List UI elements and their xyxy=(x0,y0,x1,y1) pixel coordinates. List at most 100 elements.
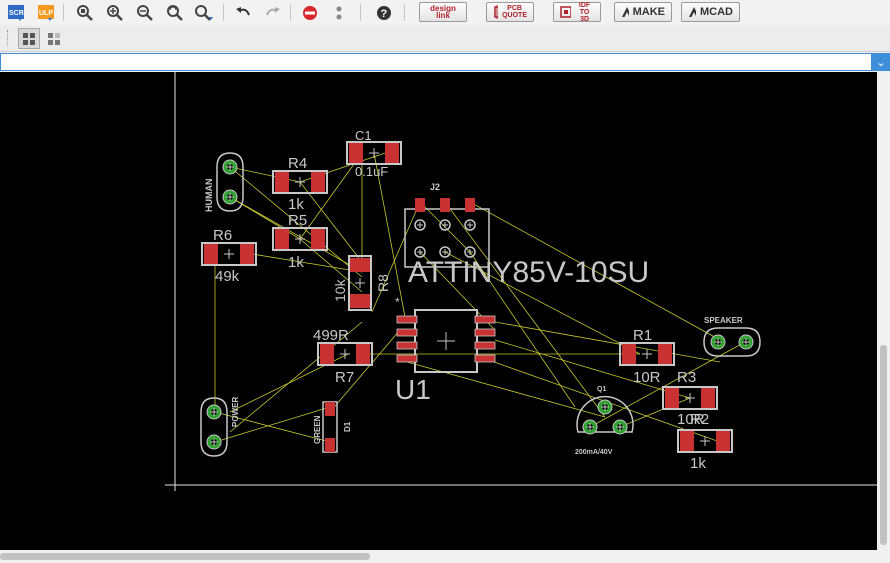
resistor-r1: R1 10R xyxy=(619,327,675,386)
autodesk-logo-icon xyxy=(622,7,629,17)
mcad-label: MCAD xyxy=(700,6,733,18)
r1-value: 10R xyxy=(633,369,661,386)
board-canvas[interactable]: HUMAN R4 1k R5 1k R6 49k C1 0.1uF 10k R8… xyxy=(0,72,877,550)
help-icon: ? xyxy=(377,5,391,20)
r2-name: R2 xyxy=(690,411,709,428)
toolbar-separator xyxy=(290,4,291,21)
d1-value: GREEN xyxy=(313,415,322,444)
svg-text:*: * xyxy=(395,295,400,309)
r8-value: 10k xyxy=(332,278,348,302)
c1-name: C1 xyxy=(355,128,372,143)
vertical-scrollbar-thumb[interactable] xyxy=(880,345,887,545)
zoom-fit-icon xyxy=(77,4,93,21)
zoom-select-icon xyxy=(195,4,213,21)
r6-name: R6 xyxy=(213,227,232,244)
make-button[interactable]: MAKE xyxy=(614,2,672,22)
r6-value: 49k xyxy=(215,268,240,285)
zoom-select-button[interactable] xyxy=(194,2,216,23)
header-j2: J2 xyxy=(404,182,490,268)
autodesk-logo-icon xyxy=(689,7,696,17)
mcad-button[interactable]: MCAD xyxy=(681,2,740,22)
toolbar-separator xyxy=(360,4,361,21)
idf-icon xyxy=(560,6,572,18)
idf-label-1: IDF xyxy=(578,1,591,9)
u1-value: ATTINY85V-10SU xyxy=(408,256,649,289)
design-link-label-1: design xyxy=(430,4,456,13)
layout-icon xyxy=(48,32,60,45)
script-icon-label: SCR xyxy=(9,10,24,17)
undo-button[interactable] xyxy=(232,2,254,23)
j2-name: J2 xyxy=(430,182,440,192)
toolbar-grip xyxy=(7,30,10,46)
ulp-button[interactable]: ULP xyxy=(36,2,58,23)
pcb-quote-label-2: QUOTE xyxy=(502,12,527,19)
redo-icon xyxy=(266,6,280,15)
go-button[interactable] xyxy=(328,2,350,23)
capacitor-c1: C1 0.1uF xyxy=(346,128,402,179)
go-icon xyxy=(336,6,342,19)
command-history-dropdown[interactable]: ⌄ xyxy=(872,53,890,71)
ulp-icon-label: ULP xyxy=(39,10,53,17)
power-connector: POWER xyxy=(200,397,240,457)
power-label: POWER xyxy=(231,397,240,427)
idf-label-2: TO 3D xyxy=(579,8,590,23)
svg-text:?: ? xyxy=(381,8,388,20)
toolbar-separator xyxy=(223,4,224,21)
human-connector: HUMAN xyxy=(204,152,244,213)
make-label: MAKE xyxy=(632,6,665,18)
resistor-r4: R4 1k xyxy=(272,155,328,213)
ic-u1: ATTINY85V-10SU * U1 xyxy=(395,256,649,405)
r2-value: 1k xyxy=(690,455,706,472)
layout-view-button[interactable] xyxy=(18,28,40,49)
redo-button[interactable] xyxy=(262,2,284,23)
r4-name: R4 xyxy=(288,155,307,172)
toolbar-separator xyxy=(63,4,64,21)
q1-name: Q1 xyxy=(597,386,606,393)
design-link-label-2: link xyxy=(436,11,450,20)
zoom-in-button[interactable] xyxy=(104,2,126,23)
pcb-quote-icon xyxy=(494,5,499,19)
led-d1: GREEN D1 xyxy=(313,401,352,453)
resistor-r3: R3 10R xyxy=(662,369,718,428)
stop-button[interactable] xyxy=(299,2,321,23)
undo-icon xyxy=(236,6,250,15)
horizontal-scrollbar-thumb[interactable] xyxy=(0,553,370,560)
r8-name: R8 xyxy=(375,274,391,292)
resistor-r2: R2 1k xyxy=(677,411,733,472)
r3-value: 10R xyxy=(677,411,705,428)
command-input[interactable] xyxy=(0,53,872,71)
board-outline xyxy=(165,72,877,492)
secondary-toolbar xyxy=(0,25,890,52)
r1-name: R1 xyxy=(633,327,652,344)
u1-name: U1 xyxy=(395,374,431,405)
zoom-out-icon xyxy=(137,4,153,21)
transistor-q1: Q1 200mA/40V xyxy=(575,386,634,456)
resistor-r7: 499R R7 xyxy=(313,327,373,386)
human-label: HUMAN xyxy=(204,179,214,213)
r4-value: 1k xyxy=(288,196,304,213)
r5-name: R5 xyxy=(288,212,307,229)
script-button[interactable]: SCR xyxy=(6,2,28,23)
r7-value: 499R xyxy=(313,327,349,344)
zoom-redraw-button[interactable] xyxy=(164,2,186,23)
board-drawing: HUMAN R4 1k R5 1k R6 49k C1 0.1uF 10k R8… xyxy=(165,72,877,492)
alt-layout-view-button[interactable] xyxy=(43,28,65,49)
pcb-quote-label-1: PCB xyxy=(507,5,522,12)
toolbar-separator xyxy=(404,4,405,21)
help-button[interactable]: ? xyxy=(373,2,395,23)
stop-icon xyxy=(303,5,317,20)
d1-name: D1 xyxy=(343,421,352,432)
zoom-out-button[interactable] xyxy=(134,2,156,23)
r3-name: R3 xyxy=(677,369,696,386)
resistor-r5: R5 1k xyxy=(272,212,328,271)
speaker-connector: SPEAKER xyxy=(703,316,761,357)
r5-value: 1k xyxy=(288,254,304,271)
zoom-fit-button[interactable] xyxy=(74,2,96,23)
q1-value: 200mA/40V xyxy=(575,449,613,456)
chevron-down-icon: ⌄ xyxy=(876,55,886,69)
resistor-r8: 10k R8 xyxy=(332,255,391,311)
r7-name: R7 xyxy=(335,369,354,386)
